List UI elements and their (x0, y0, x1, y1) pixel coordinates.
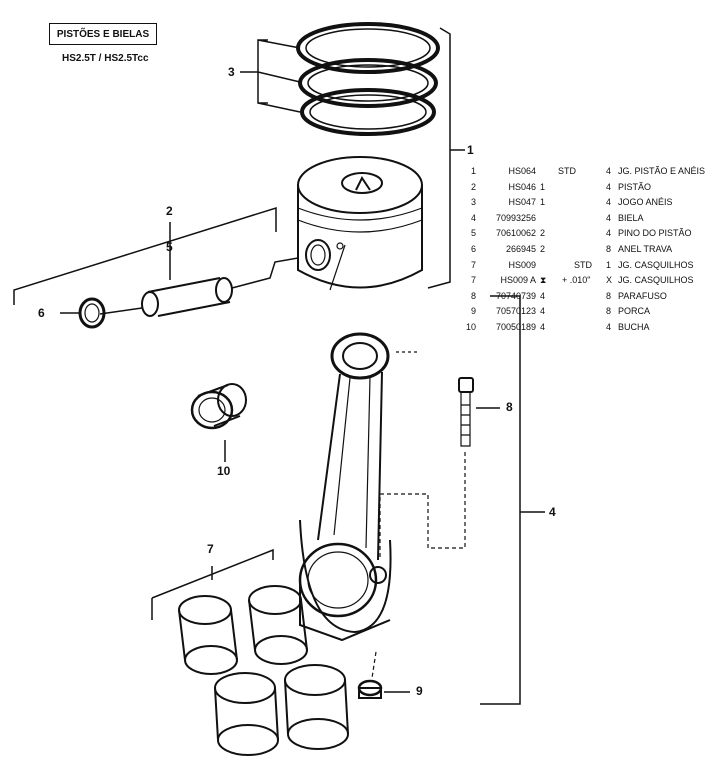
part-group: 4 (540, 321, 546, 332)
part-description: BIELA (618, 212, 644, 223)
part-number: 3 (470, 197, 476, 208)
rod-nut (357, 679, 383, 699)
part-description: PARAFUSO (618, 290, 667, 301)
callout-7: 7 (207, 542, 214, 556)
callout-6: 6 (38, 306, 45, 320)
part-qty: 4 (606, 166, 612, 176)
bearing-shells (178, 585, 349, 756)
part-group: 1 (540, 181, 546, 192)
part-number: 6 (470, 243, 476, 254)
part-number: 7 (470, 275, 476, 286)
connecting-rod (298, 332, 392, 642)
callout-9: 9 (416, 684, 423, 698)
part-description: ANEL TRAVA (618, 243, 673, 254)
callout-10: 10 (217, 464, 231, 478)
part-number: 2 (470, 181, 476, 192)
part-description: PISTÃO (618, 181, 652, 192)
part-code: 266945 (505, 243, 536, 254)
part-code: HS009 (508, 259, 536, 270)
part-description: JG. CASQUILHOS (618, 259, 694, 270)
part-group: 2 (540, 228, 546, 239)
callout-2: 2 (166, 204, 173, 218)
part-qty: X (606, 275, 613, 286)
model-label: HS2.5T / HS2.5Tcc (62, 53, 149, 64)
part-number: 7 (470, 259, 476, 270)
part-number: 4 (470, 212, 476, 223)
part-code: 70050189 (495, 321, 536, 332)
callout-1: 1 (467, 143, 474, 157)
part-number: 8 (470, 290, 476, 301)
part-code: 70610062 (495, 228, 536, 239)
diagram-title: PISTÕES E BIELAS (49, 23, 157, 45)
rod-bolt (458, 377, 474, 447)
part-group: 1 (540, 197, 546, 208)
piston-rings (296, 22, 440, 136)
part-number: 9 (470, 306, 476, 317)
callout-5: 5 (166, 240, 173, 254)
part-qty: 4 (606, 228, 612, 239)
part-qty: 8 (606, 243, 612, 254)
part-code: HS064 (508, 166, 536, 176)
part-code: HS046 (508, 181, 536, 192)
part-number: 1 (470, 166, 476, 176)
callout-8: 8 (506, 400, 513, 414)
part-qty: 8 (606, 306, 612, 317)
part-code: 70740739 (495, 290, 536, 301)
callout-4: 4 (549, 505, 556, 519)
part-group: 2 (540, 243, 546, 254)
part-group: 4 (540, 306, 546, 317)
part-description: PINO DO PISTÃO (618, 228, 692, 239)
part-qty: 4 (606, 321, 612, 332)
part-code: HS047 (508, 197, 536, 208)
piston (297, 156, 423, 291)
part-group: 4 (540, 290, 546, 301)
circlip (78, 297, 106, 329)
part-code: 70993256 (495, 212, 536, 223)
part-description: JG. CASQUILHOS (618, 275, 694, 286)
part-code: 70570123 (495, 306, 536, 317)
part-description: JOGO ANÉIS (618, 197, 673, 208)
part-description: PORCA (618, 306, 651, 317)
small-end-bushing (190, 383, 247, 430)
part-qty: 4 (606, 181, 612, 192)
part-qty: 4 (606, 212, 612, 223)
part-number: 5 (470, 228, 476, 239)
part-description: JG. PISTÃO E ANÉIS (618, 166, 706, 176)
part-size: STD (558, 166, 576, 176)
part-code: HS009 A (500, 275, 536, 286)
part-qty: 1 (606, 259, 612, 270)
part-size: STD (574, 259, 592, 270)
part-qty: 8 (606, 290, 612, 301)
piston-pin (141, 277, 233, 317)
hourglass-icon: ⧗ (540, 275, 547, 286)
part-qty: 4 (606, 197, 612, 208)
part-size: + .010" (562, 275, 591, 286)
callout-3: 3 (228, 65, 235, 79)
part-number: 10 (465, 321, 476, 332)
part-description: BUCHA (618, 321, 650, 332)
